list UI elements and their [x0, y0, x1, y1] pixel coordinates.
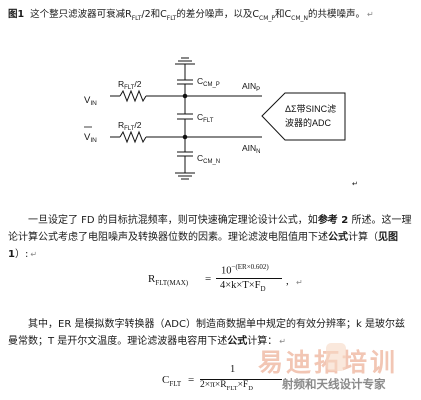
- see-figure-link: 见图 1: [8, 232, 398, 260]
- label-c-flt: CFLT: [197, 112, 214, 124]
- figure-label: 图1: [8, 9, 25, 20]
- adc-block: [261, 92, 346, 141]
- label-r-top: RFLT/2: [118, 79, 142, 91]
- label-vin: VIN: [84, 95, 97, 107]
- svg-text:↵: ↵: [352, 181, 358, 188]
- adc-label-line2: 波器的ADC: [285, 117, 332, 128]
- resistor-top: [119, 89, 147, 103]
- label-c-cm-n: CCM_N: [197, 153, 220, 165]
- resistor-bottom: [119, 130, 147, 144]
- label-r-bottom: RFLT/2: [118, 120, 142, 132]
- filter-circuit-diagram: VIN VIN RFLT/2 RFLT/2 CCM_P CFLT CCM_N A…: [84, 57, 358, 188]
- label-vin-bar: VIN: [84, 132, 97, 144]
- adc-label-line1: ΔΣ带SINC滤: [285, 103, 336, 114]
- label-ain-p: AINP: [242, 81, 260, 93]
- watermark-sub: 射频和天线设计专家: [282, 377, 386, 391]
- equation-rflt: RFLT(MAX) = 10−(ER×0.602) 4×k×T×FD , ↵: [148, 263, 303, 294]
- paragraph-2: 其中，ER 是模拟数字转换器（ADC）制造商数据单中规定的有效分辨率；k 是玻尔…: [8, 319, 405, 347]
- label-c-cm-p: CCM_P: [197, 76, 220, 88]
- reference-link: 参考 2: [317, 215, 349, 226]
- watermark: 易迪拓培训 射频和天线设计专家: [258, 343, 418, 391]
- label-ain-n: AINN: [242, 143, 261, 155]
- equation-cflt: CFLT = 1 2×π×RFLT×FD: [162, 364, 292, 398]
- paragraph-1: 一旦设定了 FD 的目标抗混频率，则可快速确定理论设计公式，如参考 2 所述。这…: [8, 215, 412, 260]
